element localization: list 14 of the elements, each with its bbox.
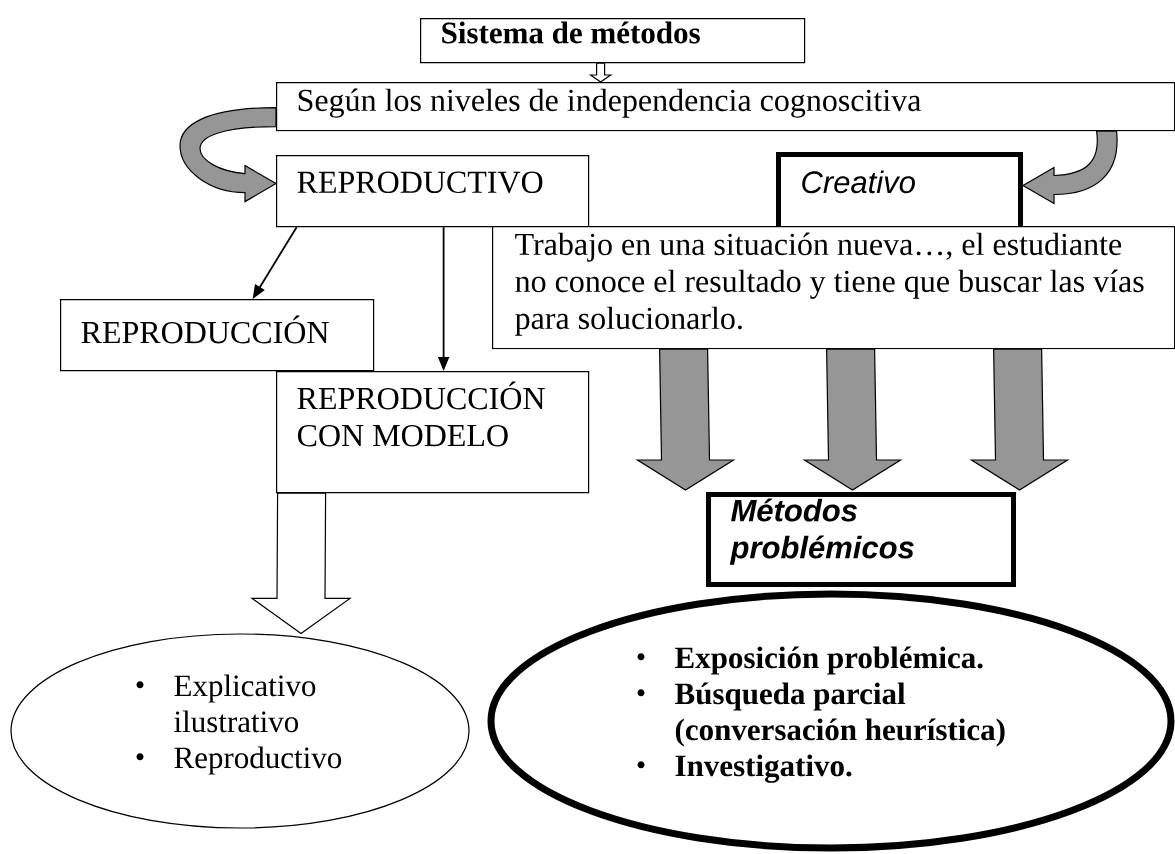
text-box: Según los niveles de independencia cognoscitiva bbox=[276, 82, 1175, 132]
highlight-box: Métodos problémicos bbox=[706, 492, 1016, 587]
text-box: REPRODUCTIVO bbox=[276, 155, 590, 228]
block-arrow bbox=[588, 62, 613, 83]
block-arrow bbox=[802, 348, 903, 491]
block-arrow bbox=[250, 492, 352, 635]
curved-arrow bbox=[179, 107, 277, 203]
text-box: REPRODUCCIÓN CON MODELO bbox=[276, 371, 590, 494]
text-box: REPRODUCCIÓN bbox=[60, 299, 375, 372]
block-arrow bbox=[635, 348, 736, 491]
heading-box: Sistema de métodos bbox=[420, 18, 806, 64]
highlight-box: Creativo bbox=[776, 152, 1023, 231]
curved-arrow bbox=[1022, 130, 1118, 205]
block-arrow bbox=[969, 348, 1070, 491]
